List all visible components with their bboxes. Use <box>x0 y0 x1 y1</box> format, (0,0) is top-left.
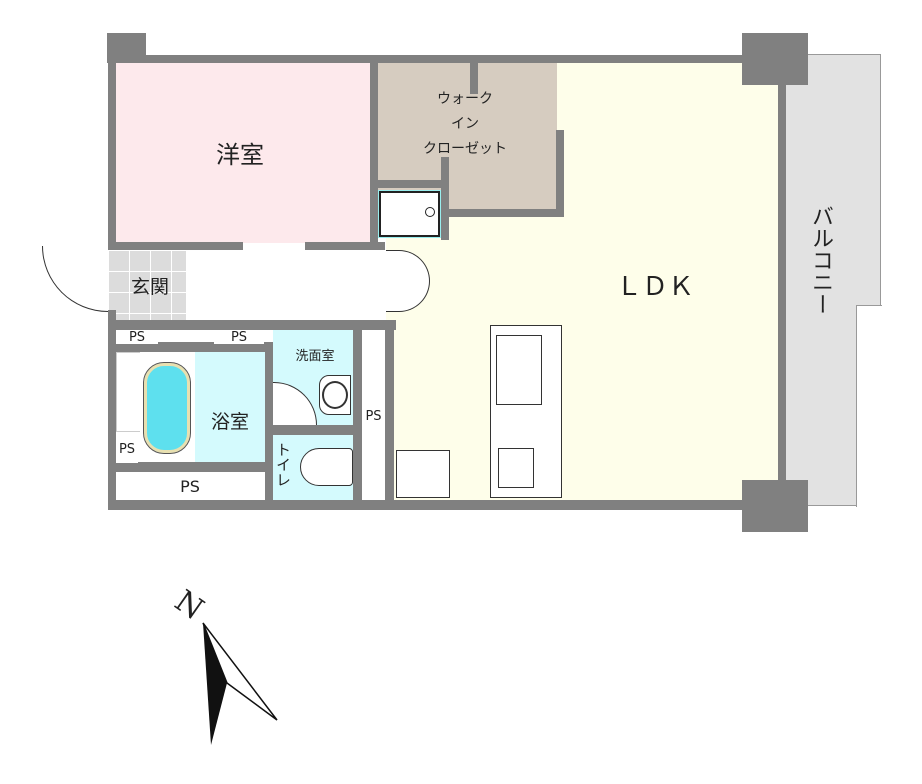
wic-label-1: ウォーク <box>437 91 493 107</box>
entrance-label: 玄関 <box>130 276 169 298</box>
compass-icon <box>202 622 278 745</box>
entrance <box>108 250 186 322</box>
kitchen-counter <box>490 325 562 498</box>
ps-box: PS <box>116 330 158 345</box>
stove <box>498 448 534 488</box>
kitchen-sink <box>496 335 542 405</box>
balcony-label: バルコニー <box>808 205 833 315</box>
bathroom-label: 浴室 <box>210 411 249 433</box>
entrance-door[interactable] <box>42 246 108 312</box>
ps-box: PS <box>362 332 385 500</box>
washroom-label: 洗面室 <box>295 349 335 364</box>
refrigerator <box>396 450 450 498</box>
bathroom <box>195 352 265 462</box>
column <box>742 33 808 85</box>
wic-label-2: イン <box>451 116 479 132</box>
bathtub <box>143 362 191 454</box>
ps-box: PS <box>214 330 264 345</box>
ps-box: PS <box>116 472 264 500</box>
western-room-label: 洋室 <box>216 141 264 169</box>
ldk-label: ＬＤＫ <box>615 272 694 302</box>
toilet-bowl <box>300 448 353 486</box>
ps-box: PS <box>116 435 138 463</box>
western-room <box>116 62 370 243</box>
wic-label-3: クローゼット <box>423 141 507 157</box>
toilet-label: トイレ <box>274 442 292 487</box>
